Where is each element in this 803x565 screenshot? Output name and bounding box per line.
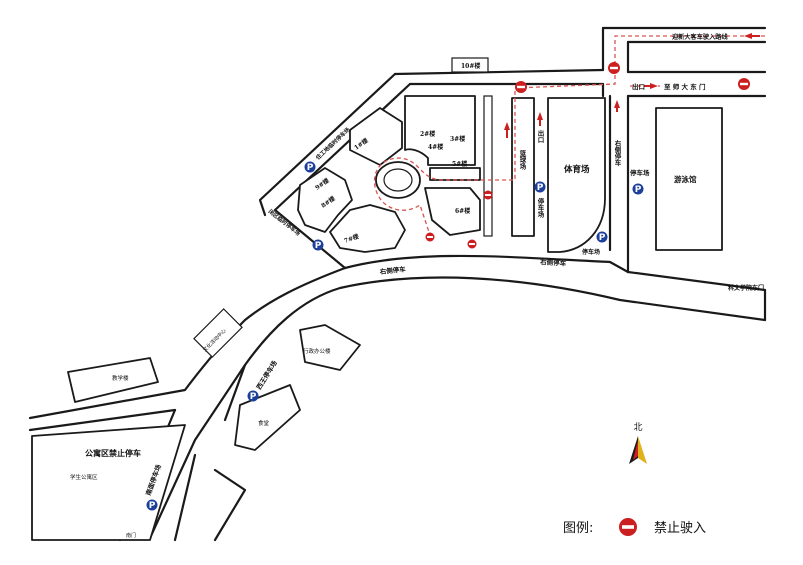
arrow-up-icon <box>537 112 543 126</box>
label-building-3: 3#楼 <box>450 135 465 143</box>
label-stadium: 体育场 <box>564 164 590 175</box>
no-entry-icon <box>483 190 493 200</box>
parking-icon: P <box>146 499 158 511</box>
label-west-park: 西王停车场 <box>254 358 279 391</box>
label-building-5: 5#楼 <box>452 160 467 168</box>
label-route-top: 迎新大客车驶入路线 <box>672 33 728 41</box>
parking-icon: P <box>632 183 644 195</box>
label-north: 北 <box>633 422 642 433</box>
no-entry-icon <box>467 239 477 249</box>
building-1 <box>349 107 403 166</box>
label-building-10: 10#楼 <box>461 62 480 70</box>
activity-center <box>193 308 243 358</box>
label-pool: 游泳馆 <box>674 174 697 184</box>
label-building-2: 2#楼 <box>420 130 435 138</box>
parking-icon: P <box>312 239 324 251</box>
label-to-east-gate: 至 师 大 东 门 <box>664 82 706 91</box>
label-dorm-area: 学生公寓区 <box>70 473 98 481</box>
building-7 <box>329 204 406 253</box>
building-6 <box>424 187 481 236</box>
central-plaza-inner <box>383 168 413 192</box>
admin-building <box>299 324 361 371</box>
basketball-court <box>511 97 535 237</box>
label-admin: 行政办公楼 <box>303 347 331 355</box>
svg-text:P: P <box>599 233 606 243</box>
label-exit-top: 出口 <box>632 82 645 91</box>
lane-strip <box>483 95 493 237</box>
building-5 <box>429 167 481 181</box>
parking-icon: P <box>247 390 259 402</box>
legend: 图例: 禁止驶入 <box>563 518 706 536</box>
label-right-park-road2: 右侧停车 <box>539 257 567 268</box>
svg-text:P: P <box>149 501 156 511</box>
label-basketball: 篮球场 <box>518 149 527 171</box>
label-right-park-road1: 右侧停车 <box>378 264 406 276</box>
svg-text:P: P <box>635 185 642 195</box>
svg-text:P: P <box>307 163 314 173</box>
building-10 <box>451 57 489 73</box>
arrow-up-icon <box>504 122 510 138</box>
label-teaching: 教学楼 <box>112 374 129 382</box>
parking-icon: P <box>534 181 546 193</box>
arrow-left-icon <box>744 33 760 39</box>
label-canteen: 食堂 <box>258 419 270 427</box>
dorm-area-block <box>31 424 186 541</box>
label-temp-parking-2: 闭区临时停车场 <box>267 207 303 237</box>
no-entry-icon <box>619 518 637 536</box>
parking-icons: P P P P P P P <box>146 161 644 511</box>
canteen <box>234 384 301 451</box>
label-south-gate: 南门 <box>126 532 136 539</box>
parking-icon: P <box>596 231 608 243</box>
label-parking-small: 停车场 <box>582 248 600 256</box>
stadium <box>547 97 606 253</box>
label-building-4: 4#楼 <box>428 143 443 151</box>
no-entry-icon <box>608 62 620 74</box>
legend-title: 图例: <box>563 521 593 536</box>
direction-arrows <box>504 33 760 138</box>
label-building-6: 6#楼 <box>455 207 470 215</box>
no-entry-icon <box>425 232 435 242</box>
no-entry-icon <box>738 78 750 90</box>
teaching-building <box>67 357 159 403</box>
parking-icon: P <box>304 161 316 173</box>
label-dorm-no-park: 公寓区禁止停车 <box>85 448 141 458</box>
label-exit-mid: 出口 <box>536 129 544 144</box>
label-parking-main: 停车场 <box>536 197 544 219</box>
label-right-park-stadium: 右侧停车 <box>613 139 622 168</box>
label-parking-right: 停车场 <box>630 168 650 177</box>
building-2-3-4 <box>404 95 476 166</box>
buildings <box>31 57 723 541</box>
svg-text:P: P <box>537 183 544 193</box>
no-entry-icon <box>515 81 527 93</box>
legend-no-entry: 禁止驶入 <box>654 521 706 536</box>
north-arrow-icon: 北 <box>629 422 647 464</box>
building-8-9 <box>297 167 353 233</box>
svg-text:P: P <box>250 392 257 402</box>
no-entry-signs <box>425 62 750 249</box>
arrow-right-icon <box>644 83 658 89</box>
arrow-up-icon <box>614 100 620 112</box>
svg-text:P: P <box>315 241 322 251</box>
swimming-pool <box>655 107 723 251</box>
label-college-gate: 科文学院东门 <box>728 284 764 292</box>
